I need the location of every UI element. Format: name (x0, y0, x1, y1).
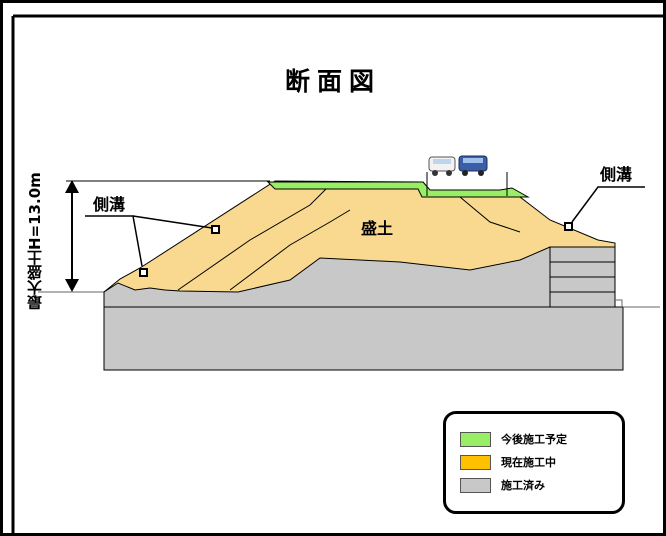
ditch-left-upper (211, 225, 220, 234)
ditch-right-leader (571, 186, 645, 223)
ditch-left-leader-2 (132, 215, 213, 229)
legend-label-planned: 今後施工予定 (501, 433, 567, 446)
fill-label: 盛土 (361, 219, 394, 238)
wall-step (615, 299, 623, 307)
legend-item-in-progress: 現在施工中 (460, 454, 556, 470)
legend-item-completed: 施工済み (460, 477, 545, 493)
legend-label-in-progress: 現在施工中 (501, 456, 556, 469)
white-car-icon (428, 156, 456, 176)
ditch-right-label: 側溝 (600, 165, 633, 184)
ditch-left-leader-1 (85, 215, 143, 267)
blue-car-icon (458, 155, 488, 176)
height-arrow-up (65, 180, 79, 193)
construction-line-3 (459, 196, 521, 233)
ditch-right (564, 222, 573, 231)
diagram-title: 断面図 (284, 67, 381, 96)
construction-line-1 (177, 184, 331, 291)
legend-swatch-in-progress (460, 454, 491, 470)
legend-label-completed: 施工済み (501, 479, 545, 492)
legend: 今後施工予定 現在施工中 施工済み (443, 411, 625, 514)
height-arrow-down (65, 279, 79, 292)
legend-swatch-completed (460, 477, 491, 493)
ditch-left-lower (139, 268, 148, 277)
max-height-label: 最大盛土H=13.0m (26, 172, 44, 310)
legend-swatch-planned (460, 431, 491, 447)
construction-line-2 (229, 209, 351, 291)
foundation-base (103, 306, 624, 371)
ditch-left-label: 側溝 (93, 195, 126, 214)
legend-item-planned: 今後施工予定 (460, 431, 567, 447)
